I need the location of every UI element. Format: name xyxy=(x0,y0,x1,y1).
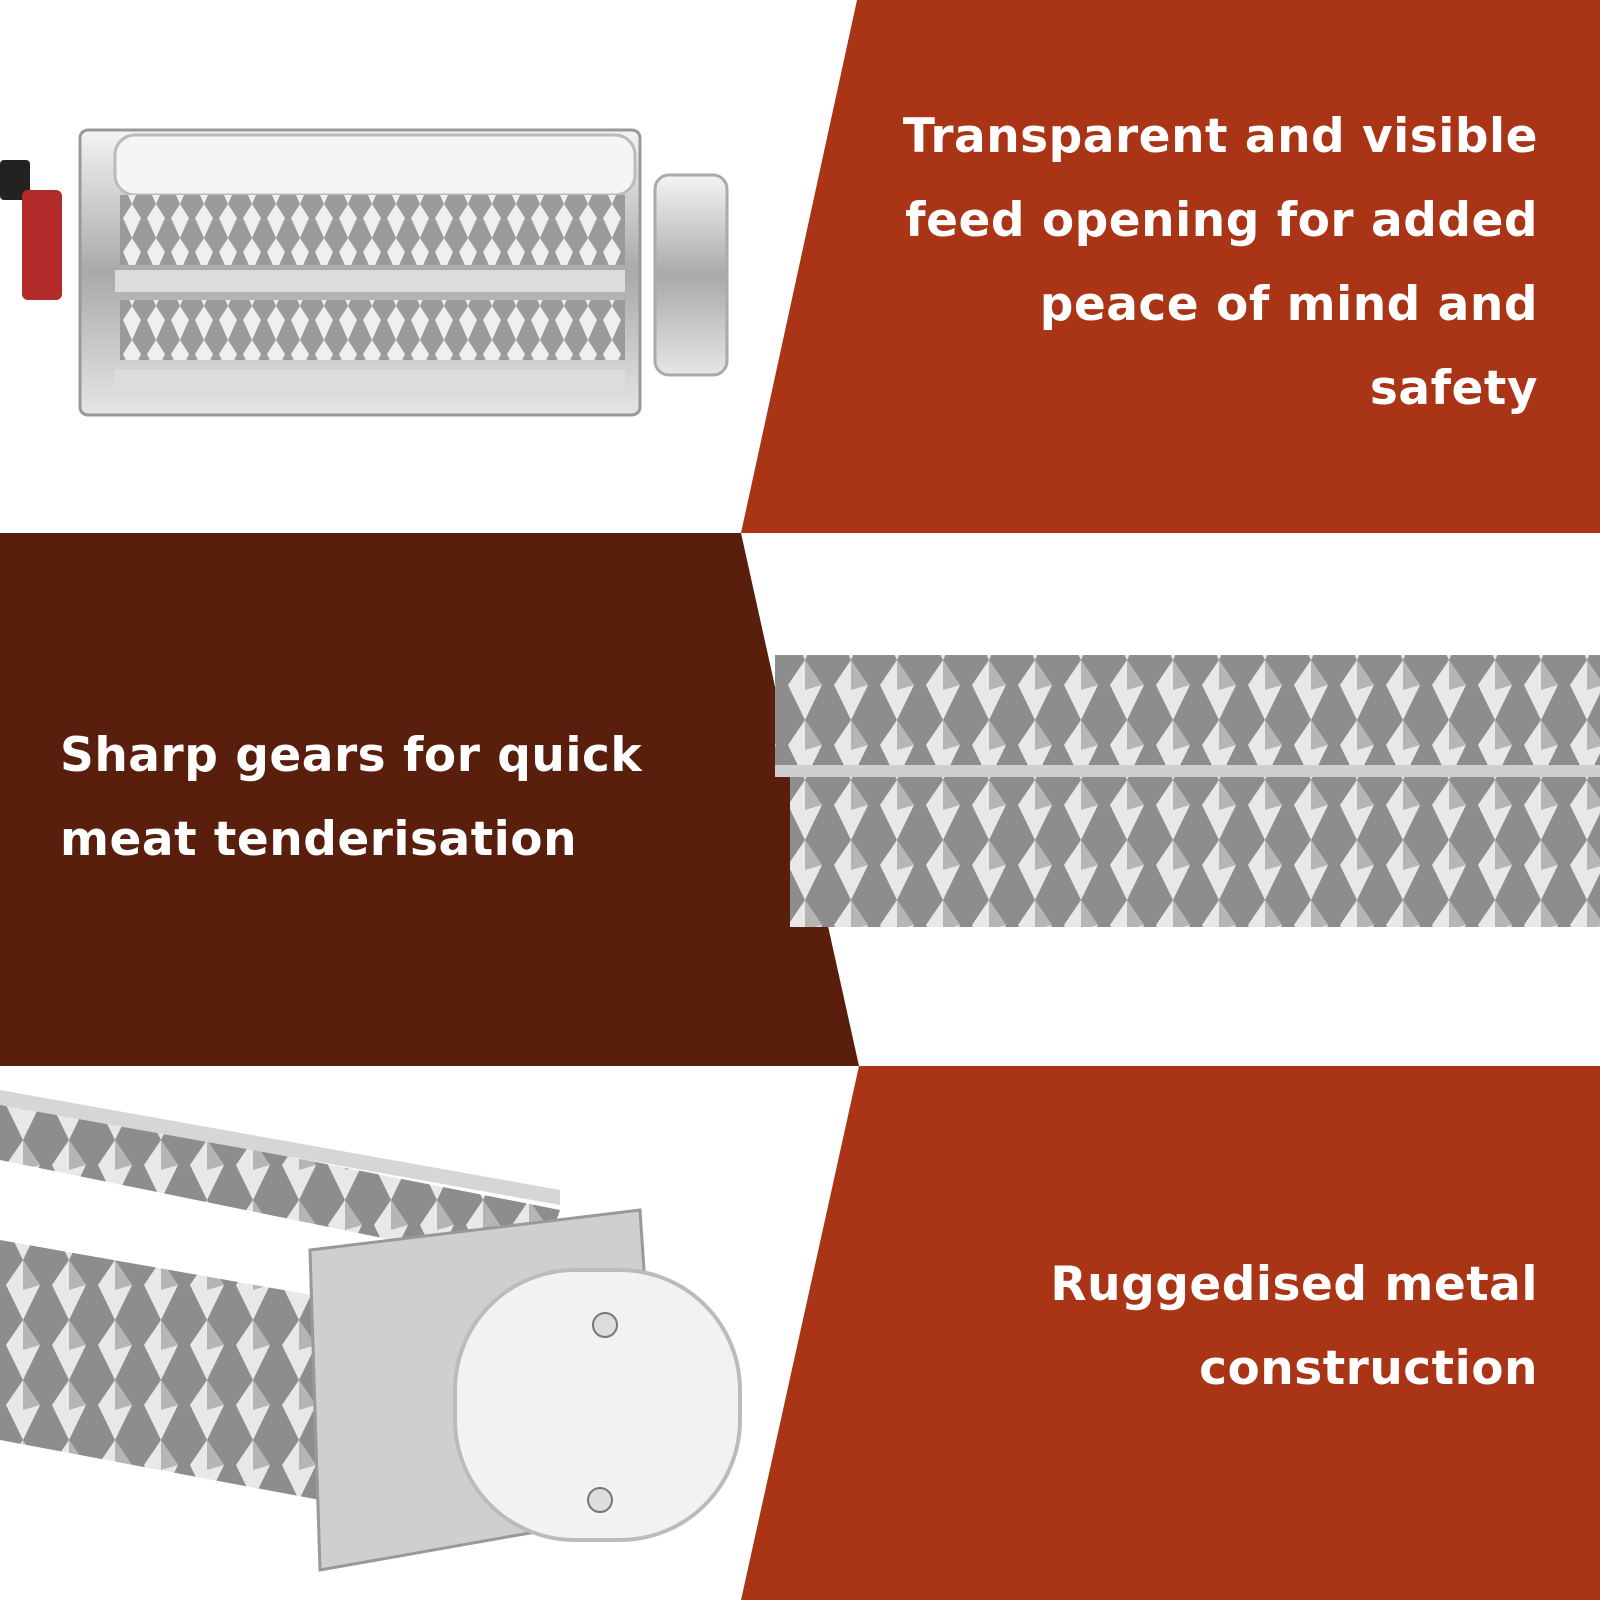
panel-3-red-shape xyxy=(741,1066,1600,1600)
metal-housing-closeup xyxy=(0,1090,742,1572)
panel-3-caption: Ruggedised metal construction xyxy=(1050,1243,1538,1411)
caption-line: meat tenderisation xyxy=(60,812,578,867)
caption-line: Ruggedised metal xyxy=(1050,1257,1538,1312)
panel-2-caption: Sharp gears for quick meat tenderisation xyxy=(60,714,642,882)
caption-line: feed opening for added xyxy=(905,193,1538,248)
caption-line: construction xyxy=(1199,1341,1538,1396)
panel-1-red-shape xyxy=(741,0,1600,533)
caption-line: Sharp gears for quick xyxy=(60,728,643,783)
caption-line: peace of mind and xyxy=(1039,277,1538,332)
sharp-gear-rollers-closeup xyxy=(775,655,1600,927)
panel-2-brown-shape xyxy=(0,533,859,1066)
caption-line: safety xyxy=(1369,361,1538,416)
tenderizer-attachment-side-view xyxy=(0,128,729,417)
caption-line: Transparent and visible xyxy=(902,109,1538,164)
panel-1-caption: Transparent and visible feed opening for… xyxy=(903,95,1538,431)
